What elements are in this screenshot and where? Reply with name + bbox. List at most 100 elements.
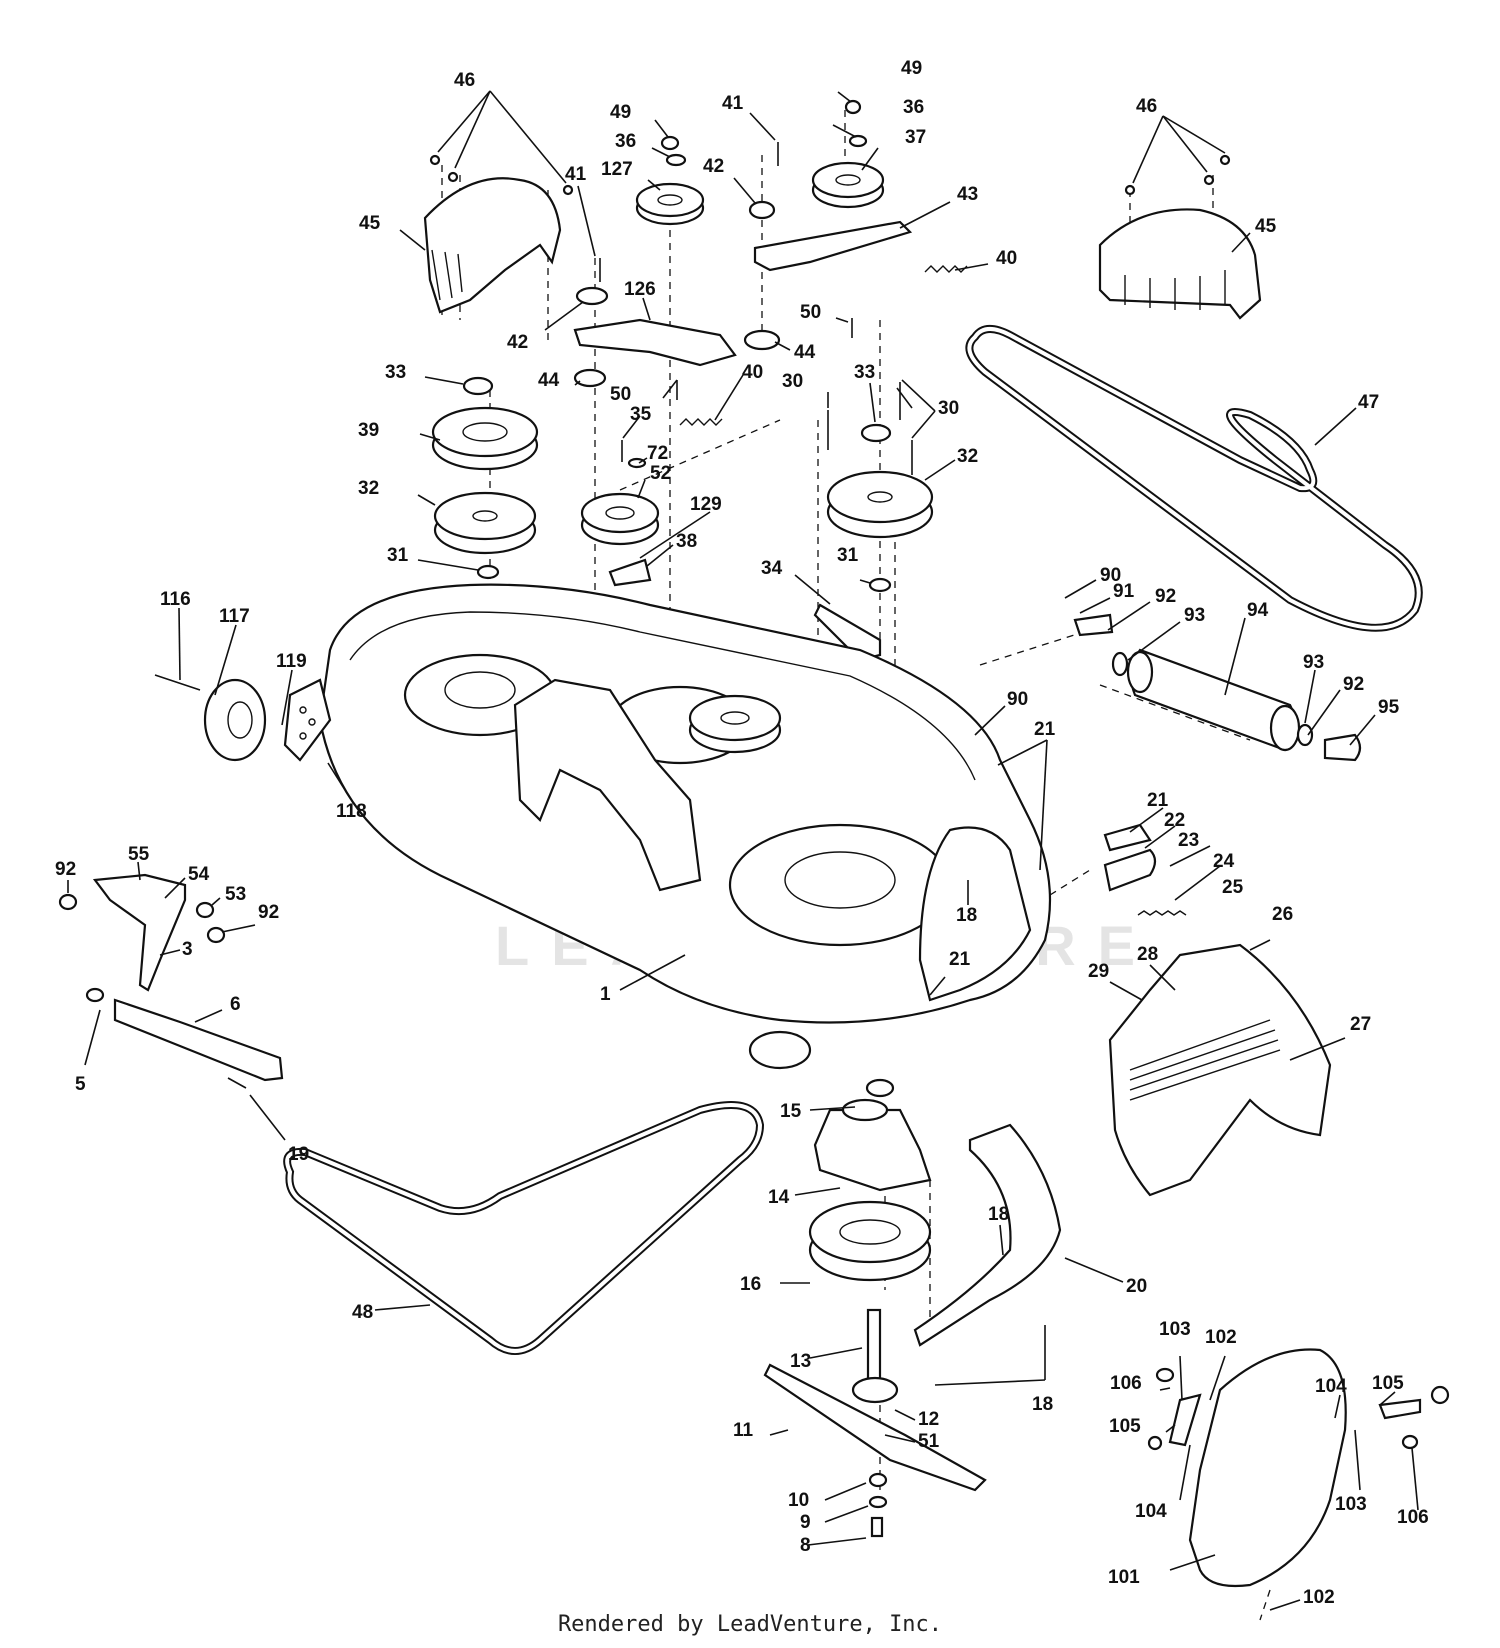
hanger-brackets-22-23 [1103, 823, 1187, 916]
part-label-18: 18 [988, 1204, 1009, 1225]
part-label-38: 38 [676, 531, 697, 552]
part-label-10: 10 [788, 1490, 809, 1511]
springs-40 [679, 265, 968, 426]
part-label-15: 15 [780, 1101, 802, 1122]
part-label-104: 104 [1135, 1501, 1167, 1522]
deck-lift-bar-6 [85, 987, 284, 1089]
part-label-18: 18 [956, 905, 977, 926]
brackets-38-34 [608, 558, 882, 662]
part-label-53: 53 [225, 884, 246, 905]
part-label-45: 45 [1255, 216, 1277, 237]
part-label-40: 40 [742, 362, 763, 383]
part-label-51: 51 [918, 1431, 940, 1452]
belt-48 [283, 1101, 765, 1355]
part-label-30: 30 [782, 371, 803, 392]
part-label-32: 32 [957, 446, 978, 467]
part-label-24: 24 [1213, 851, 1235, 872]
part-label-35: 35 [630, 404, 652, 425]
pulley-39 [431, 406, 539, 471]
part-label-102: 102 [1303, 1587, 1335, 1608]
washers-and-nuts [462, 99, 895, 1098]
part-label-104: 104 [1315, 1376, 1347, 1397]
part-label-92: 92 [55, 859, 76, 880]
part-label-46: 46 [454, 70, 475, 91]
part-label-27: 27 [1350, 1014, 1371, 1035]
part-label-127: 127 [601, 159, 633, 180]
part-label-44: 44 [538, 370, 560, 391]
part-label-49: 49 [901, 58, 922, 79]
part-label-21: 21 [949, 949, 971, 970]
linkage-bracket-3 [58, 873, 226, 992]
spindle-shaft-13 [851, 1308, 899, 1404]
part-label-106: 106 [1110, 1373, 1142, 1394]
part-label-55: 55 [128, 844, 150, 865]
part-label-118: 118 [336, 801, 367, 822]
part-label-13: 13 [790, 1351, 811, 1372]
part-label-41: 41 [565, 164, 587, 185]
mulch-cover-101 [1147, 1348, 1450, 1588]
part-label-1: 1 [600, 984, 611, 1005]
part-label-41: 41 [722, 93, 744, 114]
part-label-50: 50 [610, 384, 631, 405]
part-label-90: 90 [1100, 565, 1121, 586]
part-label-11: 11 [733, 1420, 754, 1441]
spindle-shield-16 [808, 1200, 932, 1282]
part-label-6: 6 [230, 994, 241, 1015]
pulley-32-left [433, 491, 537, 555]
mower-blade-11 [763, 1363, 987, 1492]
part-label-37: 37 [905, 127, 926, 148]
part-label-33: 33 [854, 362, 875, 383]
bolts [599, 142, 913, 475]
part-label-42: 42 [507, 332, 528, 353]
part-number-labels: 46 49 49 41 46 36 36 37 127 41 42 43 45 … [55, 58, 1429, 1608]
pulley-cover-left [423, 177, 562, 314]
part-label-95: 95 [1378, 697, 1400, 718]
part-label-47: 47 [1358, 392, 1379, 413]
blade-hardware [868, 1472, 888, 1538]
part-label-103: 103 [1159, 1319, 1191, 1340]
part-label-30: 30 [938, 398, 959, 419]
part-label-117: 117 [219, 606, 250, 627]
part-label-90: 90 [1007, 689, 1028, 710]
mower-deck-1 [283, 583, 1052, 1070]
pulley-52 [580, 492, 660, 546]
idler-arm-43 [753, 220, 913, 272]
part-label-105: 105 [1109, 1416, 1141, 1437]
part-label-18: 18 [1032, 1394, 1053, 1415]
part-label-29: 29 [1088, 961, 1109, 982]
part-label-72: 72 [647, 443, 668, 464]
part-label-101: 101 [1108, 1567, 1140, 1588]
part-label-126: 126 [624, 279, 656, 300]
part-label-34: 34 [761, 558, 783, 579]
leader-lines [67, 90, 1419, 1611]
part-label-25: 25 [1222, 877, 1244, 898]
part-label-9: 9 [800, 1512, 811, 1533]
part-label-40: 40 [996, 248, 1017, 269]
part-label-28: 28 [1137, 944, 1158, 965]
part-label-22: 22 [1164, 810, 1185, 831]
part-label-23: 23 [1178, 830, 1199, 851]
part-label-48: 48 [352, 1302, 373, 1323]
part-label-106: 106 [1397, 1507, 1429, 1528]
part-label-33: 33 [385, 362, 406, 383]
part-label-16: 16 [740, 1274, 761, 1295]
part-label-119: 119 [276, 651, 307, 672]
part-label-8: 8 [800, 1535, 811, 1556]
part-label-14: 14 [768, 1187, 790, 1208]
gauge-wheel-117 [154, 674, 267, 762]
part-label-92: 92 [1343, 674, 1364, 695]
part-label-103: 103 [1335, 1494, 1367, 1515]
roller-94 [1073, 613, 1362, 762]
part-label-45: 45 [359, 213, 381, 234]
discharge-chute-27 [1108, 943, 1332, 1197]
part-label-20: 20 [1126, 1276, 1147, 1297]
idler-pulley-127 [635, 182, 705, 226]
idler-pulley-37 [811, 161, 885, 209]
baffle-20 [913, 1123, 1062, 1347]
bolts-46-left [429, 154, 1231, 196]
part-label-42: 42 [703, 156, 724, 177]
pulley-32-right [826, 470, 934, 539]
part-label-46: 46 [1136, 96, 1157, 117]
part-label-19: 19 [288, 1144, 309, 1165]
